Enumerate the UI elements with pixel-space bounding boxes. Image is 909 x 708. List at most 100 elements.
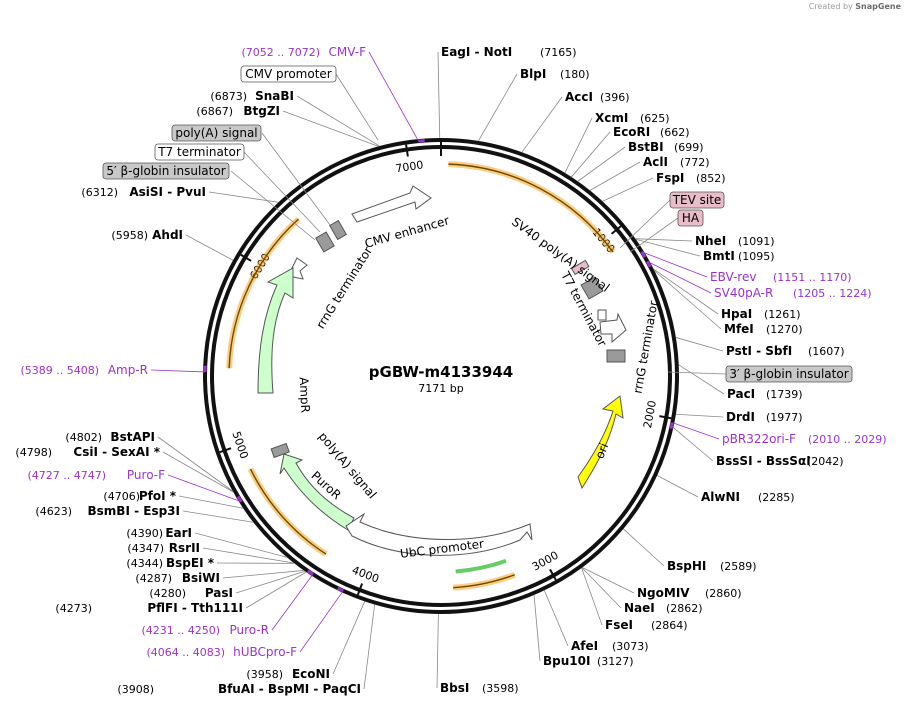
- enzyme-btgzi[interactable]: BtgZI: [243, 104, 280, 118]
- enzyme-bpu10i[interactable]: Bpu10I: [543, 654, 590, 668]
- enzyme-bfuai-bspmi-paqci[interactable]: BfuAI - BspMI - PaqCI: [218, 682, 361, 696]
- enzyme-pos-bsssi-bsss-i: (2042): [807, 455, 844, 468]
- leader-line: [521, 96, 563, 153]
- enzyme-pos-snabi: (6873): [210, 90, 247, 103]
- enzyme-pos-bpu10i: (3127): [597, 655, 634, 668]
- enzyme-asisi-pvui[interactable]: AsiSI - PvuI: [129, 185, 206, 199]
- label-text-5-globin-insulator[interactable]: 5′ β-globin insulator: [106, 164, 225, 178]
- enzyme-psti-sbfi[interactable]: PstI - SbfI: [726, 344, 792, 358]
- enzyme-afei[interactable]: AfeI: [571, 639, 598, 653]
- ubc-promoter-arrow: [345, 512, 533, 556]
- enzyme-naei[interactable]: NaeI: [624, 601, 655, 615]
- enzyme-bstbi[interactable]: BstBI: [628, 140, 664, 154]
- label-text-tev-site[interactable]: TEV site: [672, 193, 722, 207]
- enzyme-bstapi[interactable]: BstAPI: [110, 430, 155, 444]
- leader-line: [619, 199, 671, 249]
- leader-line: [635, 238, 693, 242]
- enzyme-pos-paci: (1739): [766, 388, 803, 401]
- leader-line: [577, 146, 626, 182]
- enzyme-ecori[interactable]: EcoRI: [613, 125, 650, 139]
- enzyme-drdi[interactable]: DrdI: [726, 410, 755, 424]
- enzyme-pos-ngomiv: (2860): [705, 587, 742, 600]
- leader-line: [654, 270, 722, 330]
- enzyme-pos-csii-sexai-: (4798): [15, 446, 52, 459]
- label-text-poly-a-signal[interactable]: poly(A) signal: [175, 126, 257, 140]
- enzyme-pos-fsei: (2864): [651, 619, 688, 632]
- enzyme-mfei[interactable]: MfeI: [724, 322, 754, 336]
- enzyme-eari[interactable]: EarI: [165, 526, 192, 540]
- primer-site-pbr322ori-f: [669, 422, 674, 430]
- leader-line: [623, 528, 665, 567]
- enzyme-bsmbi-esp3i[interactable]: BsmBI - Esp3I: [88, 504, 180, 518]
- feature-layer: [257, 185, 627, 556]
- primer-cmv-f[interactable]: CMV-F: [329, 45, 367, 59]
- label-box-t7-terminator: [154, 143, 245, 161]
- enzyme-nhei[interactable]: NheI: [695, 234, 726, 248]
- enzyme-bsssi-bsss-i[interactable]: BssSI - BssSαI: [716, 454, 811, 468]
- label-text-ha[interactable]: HA: [682, 211, 700, 225]
- enzyme-pos-eari: (4390): [126, 527, 163, 540]
- label-text-3-globin-insulator[interactable]: 3′ β-globin insulator: [729, 367, 848, 381]
- leader-line: [647, 261, 712, 294]
- enzyme-pflfi-tth111i[interactable]: PflFI - Tth111I: [147, 601, 243, 615]
- primer-pbr322ori-f[interactable]: pBR322ori-F: [722, 432, 796, 446]
- enzyme-econi[interactable]: EcoNI: [292, 667, 330, 681]
- ubc-green-strip: [455, 559, 507, 574]
- enzyme-snabi[interactable]: SnaBI: [255, 89, 294, 103]
- leader-line: [678, 364, 725, 395]
- primer-range-cmv-f: (7052 .. 7072): [241, 46, 320, 59]
- enzyme-csii-sexai-[interactable]: CsiI - SexAI *: [73, 445, 160, 459]
- enzyme-pos-bspei-: (4344): [126, 557, 163, 570]
- enzyme-bsiwi[interactable]: BsiWI: [182, 571, 220, 585]
- primer-puro-f[interactable]: Puro-F: [127, 468, 165, 482]
- enzyme-pfoi-[interactable]: PfoI *: [139, 489, 177, 503]
- enzyme-bsphi[interactable]: BspHI: [667, 559, 706, 573]
- primer-site-sv40pa-r: [645, 260, 652, 268]
- leader-line: [653, 268, 719, 315]
- enzyme-fsei[interactable]: FseI: [605, 618, 633, 632]
- enzyme-pos-psti-sbfi: (1607): [808, 345, 845, 358]
- leader-line: [335, 73, 379, 141]
- enzyme-bmti[interactable]: BmtI: [703, 249, 735, 263]
- enzyme-pos-econi: (3958): [246, 668, 283, 681]
- enzyme-acci[interactable]: AccI: [565, 90, 593, 104]
- primer-site-hubcpro-f: [336, 586, 344, 593]
- enzyme-acli[interactable]: AclI: [643, 155, 668, 169]
- primer-sv40pa-r[interactable]: SV40pA-R: [714, 286, 773, 300]
- enzyme-rsrii[interactable]: RsrII: [169, 541, 200, 555]
- beta-globin-3-gray-box: [606, 349, 626, 363]
- enzyme-eagi-noti[interactable]: EagI - NotI: [441, 45, 512, 59]
- primer-range-sv40pa-r: (1205 .. 1224): [793, 287, 872, 300]
- orf-arc-1: [453, 574, 515, 589]
- label-text-cmv-promoter[interactable]: CMV promoter: [245, 67, 332, 81]
- enzyme-ngomiv[interactable]: NgoMIV: [637, 586, 690, 600]
- enzyme-pos-btgzi: (6867): [196, 105, 233, 118]
- enzyme-hpai[interactable]: HpaI: [721, 307, 752, 321]
- enzyme-pasi[interactable]: PasI: [205, 586, 233, 600]
- leader-line: [230, 170, 316, 241]
- enzyme-pos-pflfi-tth111i: (4273): [55, 602, 92, 615]
- primer-hubcpro-f[interactable]: hUBCpro-F: [233, 645, 297, 659]
- enzyme-ahdi[interactable]: AhdI: [152, 228, 183, 242]
- enzyme-bbsi[interactable]: BbsI: [440, 681, 469, 695]
- leader-line: [543, 590, 569, 647]
- primer-amp-r[interactable]: Amp-R: [108, 363, 148, 377]
- label-text-t7-terminator[interactable]: T7 terminator: [157, 145, 241, 159]
- tick-label-2000: 2000: [641, 399, 659, 429]
- enzyme-paci[interactable]: PacI: [727, 387, 755, 401]
- enzyme-pos-fspi: (852): [696, 172, 726, 185]
- label-box-cmv-promoter: [240, 65, 337, 83]
- enzyme-alwni[interactable]: AlwNI: [701, 490, 740, 504]
- primer-puro-r[interactable]: Puro-R: [229, 623, 269, 637]
- leader-line: [635, 239, 701, 257]
- sv40-pink-box: [570, 259, 590, 276]
- feature-label-sv40-polya: SV40 poly(A) signal: [509, 215, 612, 295]
- enzyme-xcmi[interactable]: XcmI: [595, 111, 628, 125]
- leader-line: [208, 191, 279, 203]
- enzyme-bspei-[interactable]: BspEI *: [166, 556, 215, 570]
- enzyme-blpi[interactable]: BlpI: [520, 67, 546, 81]
- primer-ebv-rev[interactable]: EBV-rev: [710, 270, 756, 284]
- tick-label-5000: 5000: [229, 430, 250, 461]
- enzyme-fspi[interactable]: FspI: [656, 171, 684, 185]
- primer-range-hubcpro-f: (4064 .. 4083): [146, 646, 225, 659]
